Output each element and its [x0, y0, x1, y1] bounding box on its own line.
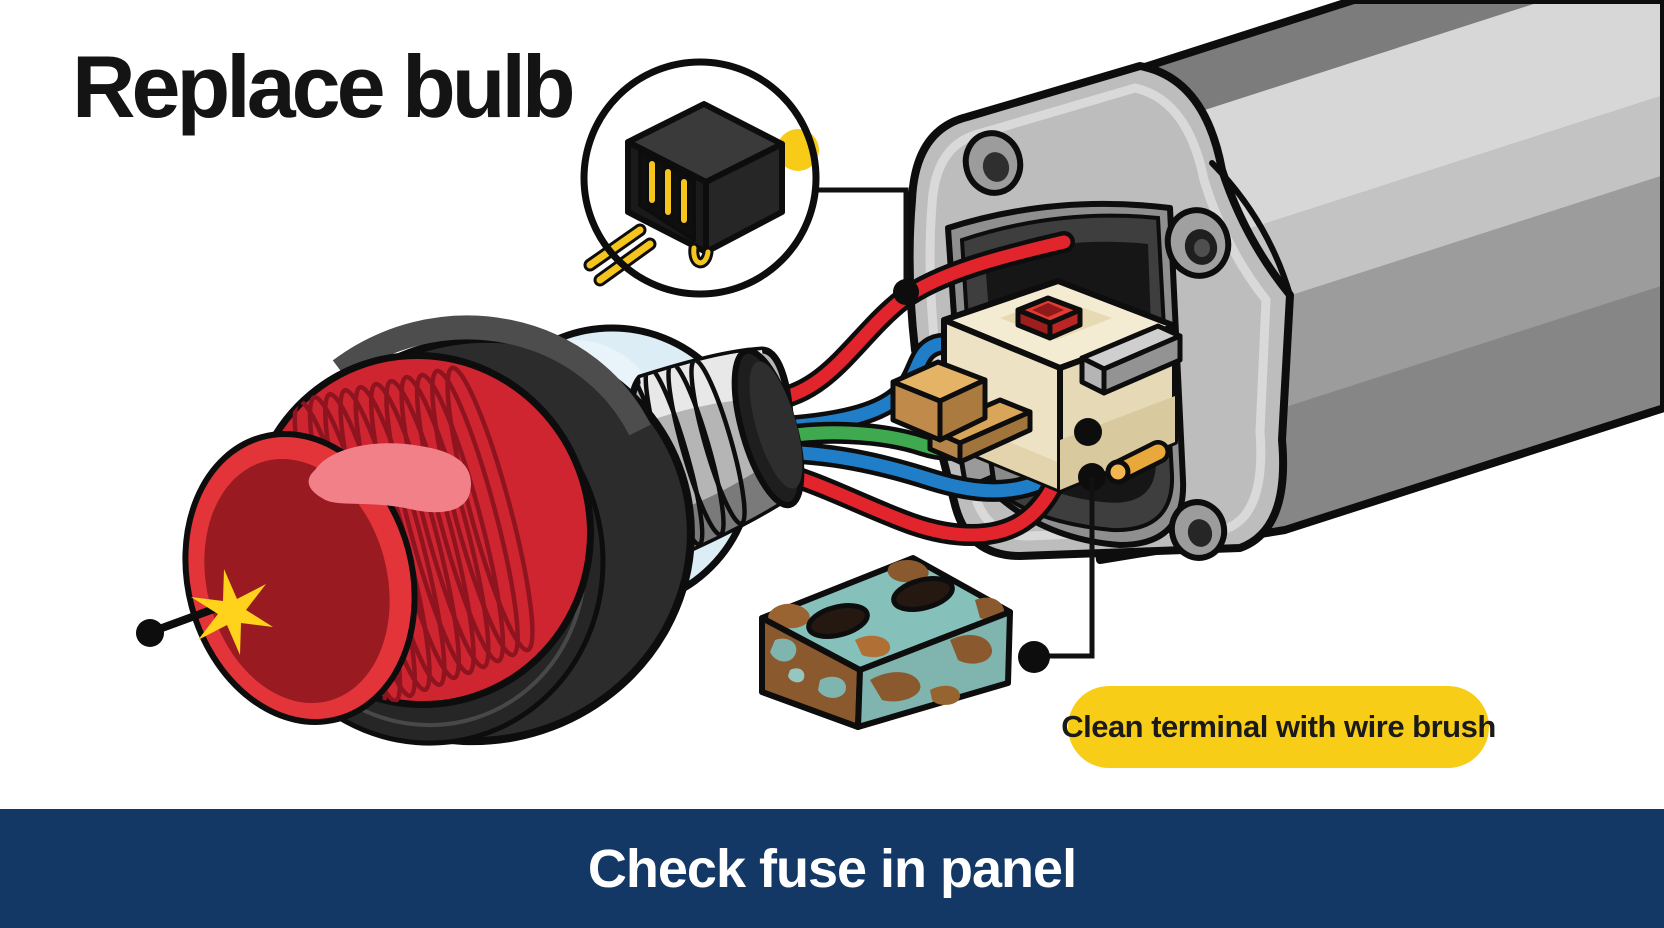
callout-dot-socket-upper	[1074, 418, 1102, 446]
bolt-hole-top-left	[962, 130, 1024, 196]
wire-red-bottom	[755, 455, 1073, 546]
page-title: Replace bulb	[72, 37, 576, 136]
terminal-hole-right	[891, 576, 955, 612]
sparkle-callout	[136, 569, 273, 655]
relay-inset	[580, 58, 919, 305]
flange-inner-highlight	[925, 83, 1271, 541]
inset-circle-outline	[580, 58, 820, 298]
rust-patches-right	[870, 635, 993, 705]
footer-text: Check fuse in panel	[587, 838, 1077, 899]
terminal-label-text: Clean terminal with wire brush	[1061, 709, 1496, 744]
metal-tab	[1079, 323, 1183, 396]
terminal-tan-block	[890, 359, 1033, 465]
callout-line-relay	[816, 187, 909, 288]
callout-terminal	[1018, 477, 1095, 673]
callout-dot-terminal	[1018, 641, 1050, 673]
wire-blue-lower	[759, 441, 1067, 502]
lens-face	[204, 458, 390, 704]
red-lens	[182, 351, 594, 725]
bolt-hole-right	[1164, 207, 1232, 279]
lens-highlight	[308, 443, 472, 513]
callout-dot-lens	[136, 619, 164, 647]
connector-block	[890, 278, 1183, 493]
sparkle-star-icon	[191, 569, 273, 655]
terminal-hole-left	[806, 603, 870, 639]
flange-crease	[1209, 160, 1293, 298]
terminal-label-pill: Clean terminal with wire brush	[1061, 686, 1496, 768]
bulb-assembly	[136, 315, 805, 746]
gold-pin	[1105, 440, 1170, 485]
connector-red-button	[1015, 295, 1083, 341]
teal-patches-front	[770, 638, 846, 698]
corroded-terminal-block	[759, 555, 1013, 730]
footer-bar: Check fuse in panel	[0, 809, 1664, 928]
callout-dot-wire	[893, 279, 919, 305]
bolt-hole-bottom-right	[1168, 499, 1228, 561]
